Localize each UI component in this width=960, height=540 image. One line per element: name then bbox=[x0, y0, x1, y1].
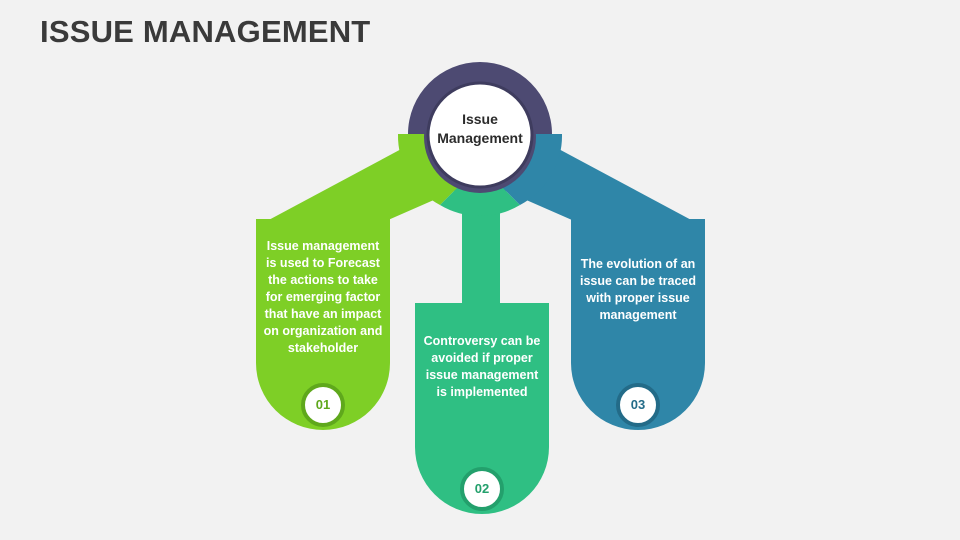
card-01 bbox=[256, 219, 390, 430]
card-02 bbox=[415, 303, 549, 514]
center-circle bbox=[426, 81, 534, 189]
card-03 bbox=[571, 219, 705, 430]
center-label-line2: Management bbox=[437, 130, 523, 146]
badge-03 bbox=[616, 383, 660, 427]
connector-02 bbox=[462, 200, 500, 310]
ring-segment-blue bbox=[500, 134, 563, 205]
badge-01 bbox=[301, 383, 345, 427]
center-label: Issue Management bbox=[430, 110, 530, 148]
center-label-line1: Issue bbox=[462, 111, 498, 127]
card-02-text: Controversy can be avoided if proper iss… bbox=[423, 334, 541, 399]
badge-02 bbox=[460, 467, 504, 511]
badge-02-number: 02 bbox=[474, 481, 490, 496]
ring-segment-purple bbox=[408, 62, 552, 134]
card-01-text: Issue management is used to Forecast the… bbox=[263, 239, 383, 355]
ring-segment-teal bbox=[440, 185, 520, 217]
card-03-text: The evolution of an issue can be traced … bbox=[579, 257, 697, 322]
ring-segment-green bbox=[397, 134, 460, 205]
slide-title: ISSUE MANAGEMENT bbox=[40, 14, 371, 49]
badge-01-number: 01 bbox=[315, 397, 331, 412]
badge-03-number: 03 bbox=[630, 397, 646, 412]
